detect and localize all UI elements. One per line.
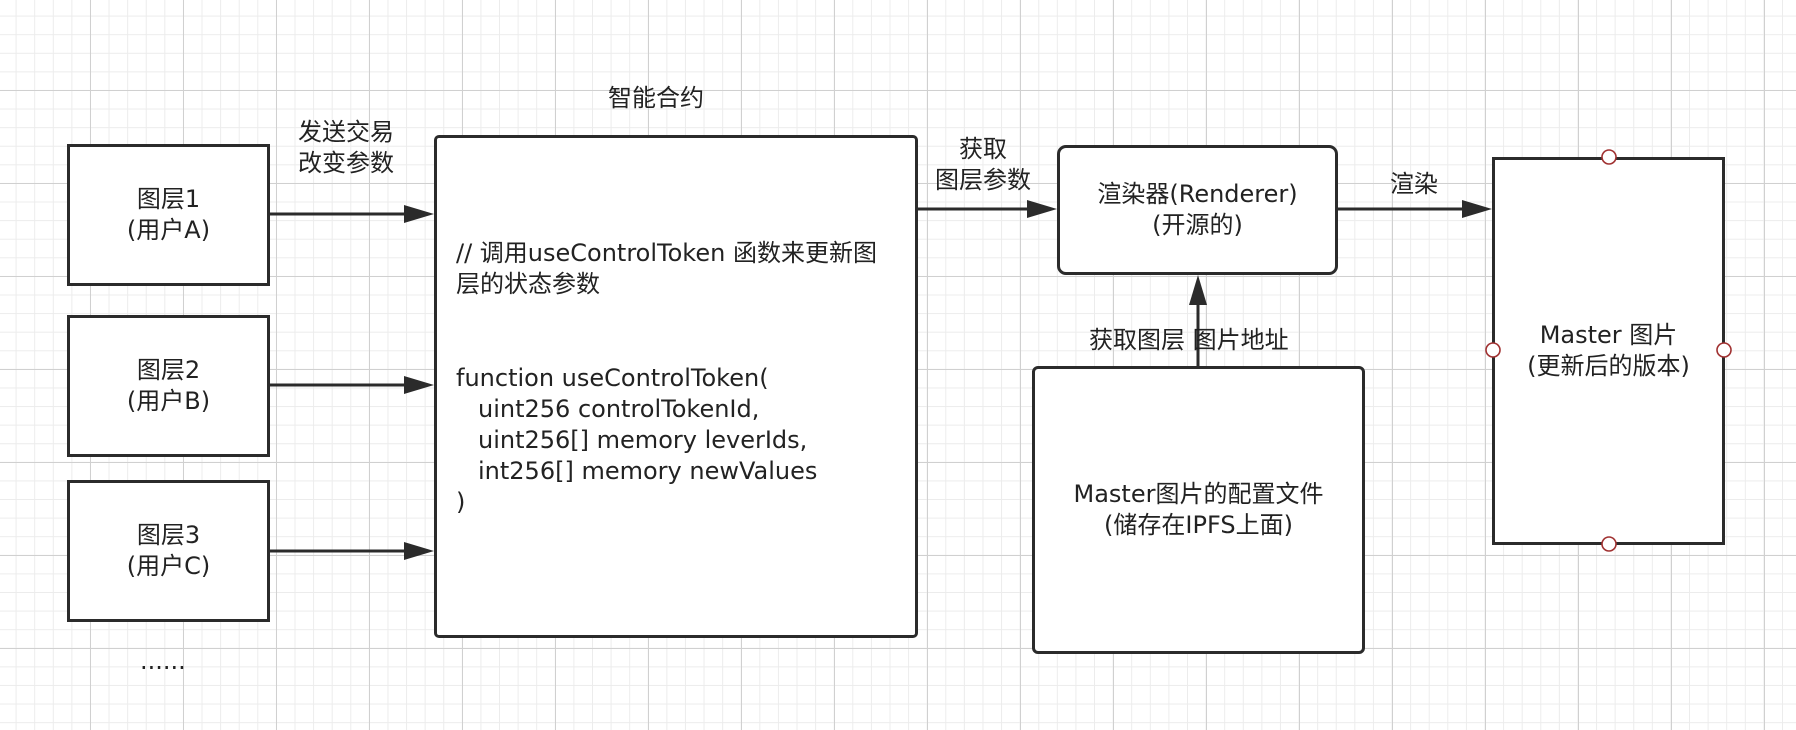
layer-name: 图层2	[136, 356, 201, 384]
code-line: )	[456, 488, 466, 516]
layer-user: (用户B)	[126, 387, 211, 415]
arrowhead-layer2	[404, 376, 434, 394]
connection-handle-right[interactable]	[1716, 342, 1732, 358]
master-title: Master 图片	[1539, 321, 1678, 349]
contract-comment: // 调用useControlToken 函数来更新图层的状态参数	[456, 239, 877, 298]
arrowhead-master	[1462, 200, 1492, 218]
layer-user: (用户A)	[126, 216, 211, 244]
config-file-box[interactable]: Master图片的配置文件 (储存在IPFS上面)	[1032, 366, 1365, 654]
layer-name: 图层3	[136, 521, 201, 549]
renderer-subtitle: (开源的)	[1152, 211, 1243, 239]
master-subtitle: (更新后的版本)	[1527, 352, 1690, 380]
connection-handle-left[interactable]	[1485, 342, 1501, 358]
contract-code: function useControlToken( uint256 contro…	[456, 363, 817, 518]
label-line: 改变参数	[298, 149, 394, 177]
label-fetch-layer-params: 获取 图层参数	[935, 134, 1031, 196]
label-line: 发送交易	[298, 118, 394, 146]
layer-name: 图层1	[136, 185, 201, 213]
arrowhead-renderer	[1027, 200, 1057, 218]
code-line: function useControlToken(	[456, 364, 769, 392]
contract-box[interactable]: // 调用useControlToken 函数来更新图层的状态参数 functi…	[434, 135, 918, 638]
code-line: uint256[] memory leverIds,	[478, 426, 808, 454]
layer-box-3[interactable]: 图层3 (用户C)	[67, 480, 270, 622]
code-line: int256[] memory newValues	[478, 457, 818, 485]
label-line: 图层参数	[935, 166, 1031, 194]
arrowhead-layer3	[404, 542, 434, 560]
contract-title: 智能合约	[608, 84, 704, 112]
renderer-box[interactable]: 渲染器(Renderer) (开源的)	[1057, 145, 1338, 275]
connection-handle-top[interactable]	[1601, 149, 1617, 165]
label-fetch-image-address: 获取图层 图片地址	[1089, 326, 1289, 354]
layer-user: (用户C)	[126, 552, 211, 580]
label-render: 渲染	[1390, 170, 1438, 198]
arrowhead-layer1	[404, 205, 434, 223]
more-layers-ellipsis: ......	[140, 647, 186, 675]
label-send-transaction: 发送交易 改变参数	[298, 117, 394, 179]
layer-box-2[interactable]: 图层2 (用户B)	[67, 315, 270, 457]
label-line: 获取	[959, 135, 1007, 163]
connection-handle-bottom[interactable]	[1601, 536, 1617, 552]
layer-box-1[interactable]: 图层1 (用户A)	[67, 144, 270, 286]
config-title: Master图片的配置文件	[1073, 480, 1324, 508]
renderer-title: 渲染器(Renderer)	[1097, 180, 1298, 208]
code-line: uint256 controlTokenId,	[478, 395, 760, 423]
config-subtitle: (储存在IPFS上面)	[1104, 511, 1293, 539]
arrowhead-config-up	[1189, 275, 1207, 305]
